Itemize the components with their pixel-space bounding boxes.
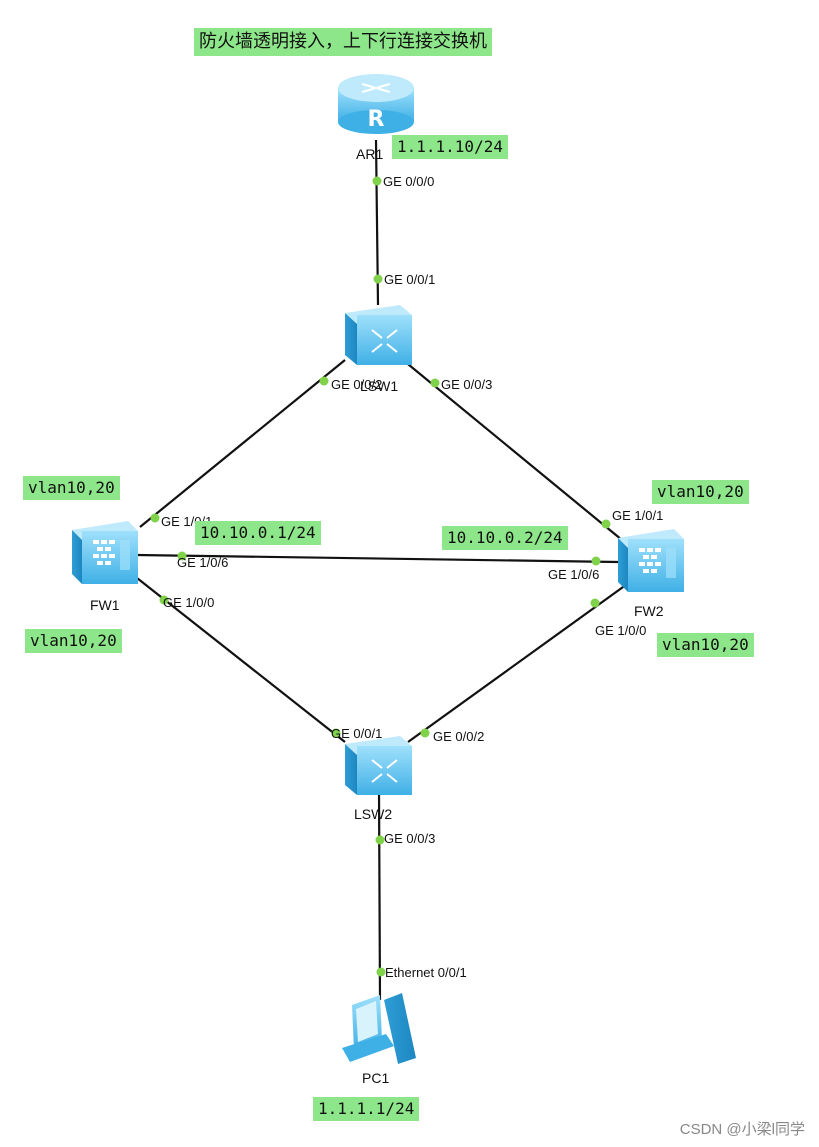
ip-tag-fw2: 10.10.0.2/24 <box>442 526 568 550</box>
port-label: GE 0/0/3 <box>441 377 493 392</box>
link-fw1-fw2[interactable] <box>136 553 619 564</box>
link-lsw2-pc1[interactable] <box>377 789 382 1001</box>
link-lsw1-fw2[interactable] <box>402 359 623 541</box>
firewall-icon[interactable] <box>618 529 684 592</box>
port-label: GE 1/0/1 <box>612 508 664 523</box>
vlan-tag-fw2-bottom: vlan10,20 <box>657 633 754 657</box>
port-dot <box>591 556 601 566</box>
port-dot <box>430 378 440 388</box>
port-label: GE 0/0/2 <box>433 729 485 744</box>
port-label: GE 0/0/1 <box>384 272 436 287</box>
ip-tag-pc1: 1.1.1.1/24 <box>313 1097 420 1121</box>
port-dot <box>373 274 383 284</box>
port-dot <box>150 513 160 523</box>
port-label: GE 1/0/0 <box>595 623 647 638</box>
watermark: CSDN @小梁l同学 <box>679 1121 805 1138</box>
port-label: GE 0/0/2 <box>331 377 383 392</box>
port-label: GE 1/0/0 <box>163 595 215 610</box>
link-lsw1-fw1[interactable] <box>139 359 346 528</box>
device-name-pc1: PC1 <box>362 1070 390 1086</box>
device-name-fw2: FW2 <box>634 603 664 619</box>
switch-icon[interactable] <box>345 305 412 365</box>
link-fw1-lsw2[interactable] <box>136 577 346 743</box>
link-fw2-lsw2[interactable] <box>407 581 631 743</box>
device-name-fw1: FW1 <box>90 597 120 613</box>
ip-tag-ar1: 1.1.1.10/24 <box>392 135 508 159</box>
port-dot <box>590 598 600 608</box>
device-name-lsw1: LSW1 <box>360 378 399 394</box>
svg-text:R: R <box>368 107 385 132</box>
port-dot <box>372 176 382 186</box>
port-label: GE 0/0/1 <box>331 726 383 741</box>
vlan-tag-fw2-top: vlan10,20 <box>652 480 749 504</box>
port-dot <box>159 595 169 605</box>
ip-tag-fw1: 10.10.0.1/24 <box>195 521 321 545</box>
port-label: GE 0/0/0 <box>383 174 435 189</box>
port-label: GE 1/0/6 <box>177 555 229 570</box>
port-dot <box>319 376 329 386</box>
switch-icon[interactable] <box>345 736 412 795</box>
port-dot <box>601 519 611 529</box>
pc-icon[interactable] <box>342 993 416 1064</box>
device-name-ar1: AR1 <box>356 146 384 162</box>
vlan-tag-fw1-bottom: vlan10,20 <box>25 629 122 653</box>
vlan-tag-fw1-top: vlan10,20 <box>23 476 120 500</box>
port-label: Ethernet 0/0/1 <box>385 965 467 980</box>
port-dot <box>375 835 385 845</box>
port-dot <box>376 967 386 977</box>
port-dots <box>150 176 611 977</box>
firewall-icon[interactable] <box>72 521 138 584</box>
device-name-lsw2: LSW2 <box>354 806 393 822</box>
port-label: GE 1/0/6 <box>548 567 600 582</box>
port-dot <box>177 551 187 561</box>
diagram-title: 防火墙透明接入，上下行连接交换机 <box>194 28 492 56</box>
router-icon[interactable]: R <box>338 74 414 134</box>
links <box>136 139 631 1001</box>
port-dot <box>331 728 341 738</box>
port-label: GE 0/0/3 <box>384 831 436 846</box>
port-dot <box>420 728 430 738</box>
